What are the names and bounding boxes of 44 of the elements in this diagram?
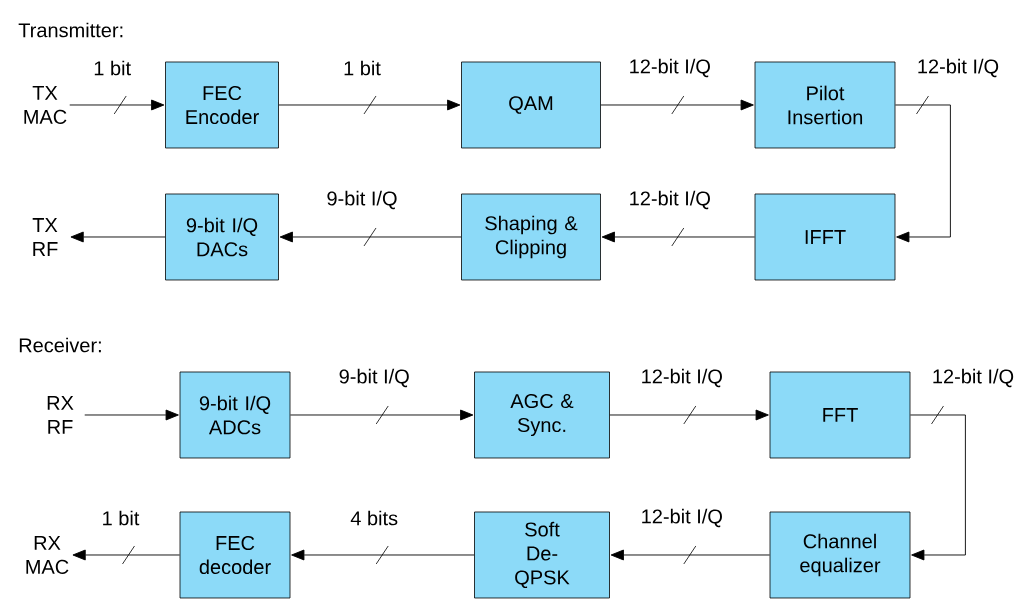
port-label: RX MAC xyxy=(26,536,69,574)
process-box: AGC & Sync. xyxy=(474,371,610,459)
arrow xyxy=(279,231,462,243)
arrow xyxy=(70,231,166,243)
edge-label: 1 bit xyxy=(344,60,381,76)
arrow xyxy=(84,409,179,421)
edge-label: 12-bit I/Q xyxy=(642,368,722,388)
arrow xyxy=(600,99,754,111)
edge-label: 12-bit I/Q xyxy=(630,190,710,210)
arrow xyxy=(278,99,461,111)
edge-label: 12-bit I/Q xyxy=(918,58,999,78)
port-label: RX RF xyxy=(47,396,74,434)
edge-label: 9-bit I/Q xyxy=(327,190,397,210)
edge-label: 4 bits xyxy=(350,510,398,526)
process-box: Soft De-QPSK xyxy=(474,511,610,599)
edge-label: 9-bit I/Q xyxy=(339,368,409,388)
port-label: TX RF xyxy=(32,218,58,256)
arrow xyxy=(69,99,165,111)
process-box: FEC decoder xyxy=(179,511,291,599)
process-box: QAM xyxy=(461,61,601,149)
process-box: Shaping & Clipping xyxy=(461,193,601,281)
edge-label: 1 bit xyxy=(103,510,140,526)
process-box: FEC Encoder xyxy=(165,61,279,149)
edge-label: 12-bit I/Q xyxy=(642,508,722,528)
edge-label: 1 bit xyxy=(94,60,131,76)
section-heading: Transmitter: xyxy=(18,22,123,38)
process-box: 9-bit I/Q ADCs xyxy=(179,371,291,459)
arrow xyxy=(894,104,951,243)
process-box: FFT xyxy=(769,371,911,459)
arrow xyxy=(72,549,181,561)
process-box: Channel equalizer xyxy=(769,511,911,599)
arrow xyxy=(289,409,474,421)
arrow xyxy=(609,409,769,421)
arrow xyxy=(909,414,966,561)
edge-label: 12-bit I/Q xyxy=(630,58,710,78)
section-heading: Receiver: xyxy=(19,337,101,353)
edge-label: 12-bit I/Q xyxy=(933,368,1014,388)
arrow xyxy=(610,549,771,561)
port-label: TX MAC xyxy=(24,86,67,124)
arrow xyxy=(601,231,756,243)
process-box: IFFT xyxy=(754,193,896,281)
arrow xyxy=(291,549,475,561)
process-box: 9-bit I/Q DACs xyxy=(165,193,279,281)
process-box: Pilot Insertion xyxy=(754,61,896,149)
